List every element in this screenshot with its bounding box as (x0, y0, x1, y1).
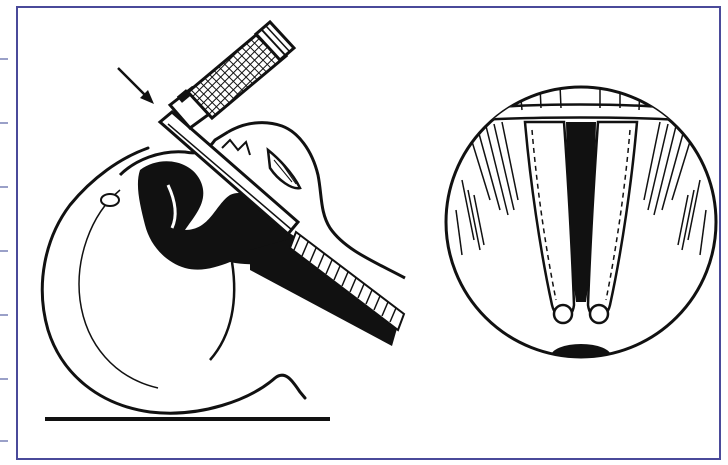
arytenoid-right (590, 305, 608, 323)
nasal-opening (101, 194, 119, 206)
arytenoid-left (554, 305, 572, 323)
left-margin-dots (0, 58, 8, 442)
